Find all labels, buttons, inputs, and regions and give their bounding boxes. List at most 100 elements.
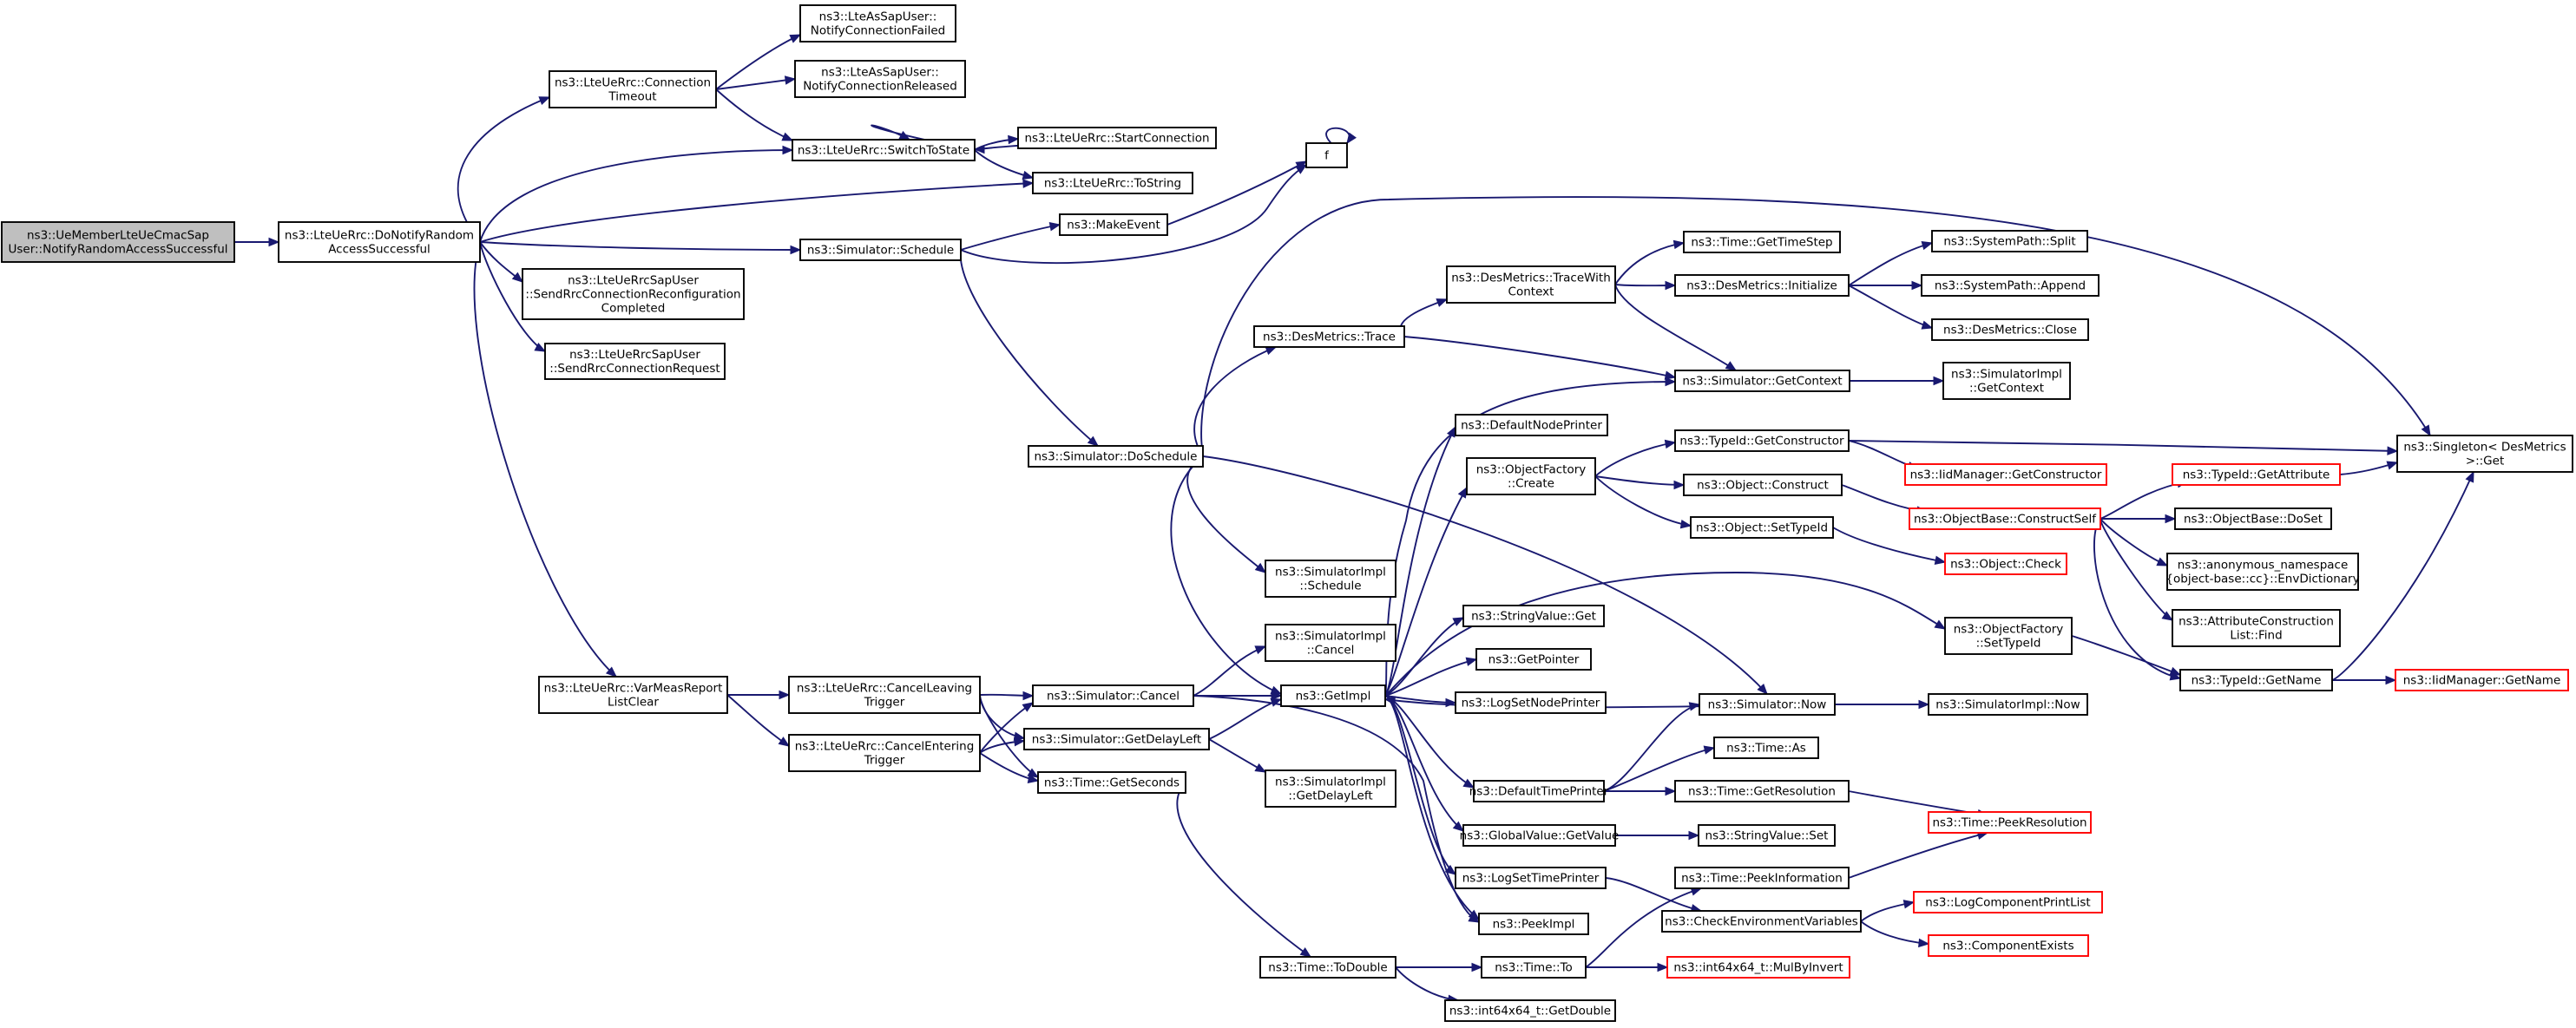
node-peekResolution[interactable]: ns3::Time::PeekResolution <box>1928 811 2092 834</box>
node-componentExists[interactable]: ns3::ComponentExists <box>1928 934 2089 957</box>
node-sendReconfCompleted[interactable]: ns3::LteUeRrcSapUser::SendRrcConnectionR… <box>522 268 745 320</box>
call-edge-getDelayLeft-to-implGetDelayLeft <box>1208 738 1267 773</box>
node-simGetContext[interactable]: ns3::Simulator::GetContext <box>1674 370 1850 392</box>
node-root[interactable]: ns3::UeMemberLteUeCmacSapUser::NotifyRan… <box>1 221 235 263</box>
node-iidGetConstructor[interactable]: ns3::IidManager::GetConstructor <box>1904 463 2107 486</box>
call-edge-constructSelf-to-attrFind <box>2100 518 2174 621</box>
node-f[interactable]: f <box>1305 142 1348 168</box>
node-logSetNodePrinter[interactable]: ns3::LogSetNodePrinter <box>1455 691 1607 714</box>
node-getImpl[interactable]: ns3::GetImpl <box>1280 684 1386 707</box>
node-defaultNodePrinter[interactable]: ns3::DefaultNodePrinter <box>1455 414 1608 436</box>
node-startConnection[interactable]: ns3::LteUeRrc::StartConnection <box>1017 127 1217 149</box>
node-setTypeId[interactable]: ns3::Object::SetTypeId <box>1690 516 1834 539</box>
node-implGetContext[interactable]: ns3::SimulatorImpl::GetContext <box>1942 362 2071 400</box>
node-implNow[interactable]: ns3::SimulatorImpl::Now <box>1928 693 2088 716</box>
node-simCancel[interactable]: ns3::Simulator::Cancel <box>1032 684 1194 707</box>
node-label-peekInformation-0: ns3::Time::PeekInformation <box>1681 872 1843 886</box>
node-doNotify[interactable]: ns3::LteUeRrc::DoNotifyRandomAccessSucce… <box>278 221 481 263</box>
node-getPointer[interactable]: ns3::GetPointer <box>1475 648 1592 671</box>
node-label-startConnection-0: ns3::LteUeRrc::StartConnection <box>1024 132 1209 146</box>
node-envDictionary[interactable]: ns3::anonymous_namespace{object-base::cc… <box>2165 553 2360 591</box>
node-label-append-0: ns3::SystemPath::Append <box>1935 279 2086 293</box>
node-peekImpl[interactable]: ns3::PeekImpl <box>1478 913 1589 935</box>
node-globalGetValue[interactable]: ns3::GlobalValue::GetValue <box>1460 824 1620 847</box>
node-getSeconds[interactable]: ns3::Time::GetSeconds <box>1037 771 1186 794</box>
node-label-split-0: ns3::SystemPath::Split <box>1943 235 2075 249</box>
node-toString[interactable]: ns3::LteUeRrc::ToString <box>1032 172 1193 194</box>
call-edge-objFactoryCreate-to-getConstructor <box>1594 439 1677 477</box>
node-getAttribute[interactable]: ns3::TypeId::GetAttribute <box>2172 463 2341 486</box>
call-edge-schedule-to-makeEvent <box>960 222 1061 251</box>
node-logSetTimePrinter[interactable]: ns3::LogSetTimePrinter <box>1455 867 1607 889</box>
call-edge-traceWithContext-to-getTimeStep <box>1614 239 1686 285</box>
node-label-simNow-0: ns3::Simulator::Now <box>1708 698 1827 712</box>
node-factorySetTypeId[interactable]: ns3::ObjectFactory::SetTypeId <box>1944 617 2073 655</box>
node-label-objFactoryCreate-0: ns3::ObjectFactory <box>1476 463 1587 477</box>
node-label-f-0: f <box>1324 149 1330 163</box>
node-getTimeStep[interactable]: ns3::Time::GetTimeStep <box>1683 231 1841 253</box>
node-label-stringValueSet-0: ns3::StringValue::Set <box>1705 829 1829 843</box>
node-simNow[interactable]: ns3::Simulator::Now <box>1699 693 1836 716</box>
node-getDouble[interactable]: ns3::int64x64_t::GetDouble <box>1444 999 1616 1022</box>
node-split[interactable]: ns3::SystemPath::Split <box>1931 230 2088 252</box>
node-append[interactable]: ns3::SystemPath::Append <box>1921 274 2100 297</box>
call-edge-doNotify-to-connTimeout <box>457 96 551 243</box>
node-sendConnRequest[interactable]: ns3::LteUeRrcSapUser::SendRrcConnectionR… <box>544 343 726 380</box>
node-mulByInvert[interactable]: ns3::int64x64_t::MulByInvert <box>1666 956 1850 979</box>
node-label-mulByInvert-0: ns3::int64x64_t::MulByInvert <box>1673 961 1843 975</box>
node-switchToState[interactable]: ns3::LteUeRrc::SwitchToState <box>792 139 976 161</box>
node-notifyConnReleased[interactable]: ns3::LteAsSapUser::NotifyConnectionRelea… <box>794 60 966 98</box>
node-desTrace[interactable]: ns3::DesMetrics::Trace <box>1253 325 1405 348</box>
call-edge-doNotify-to-sendConnRequest <box>479 241 547 352</box>
call-edge-constructSelf-to-doSet <box>2100 514 2177 524</box>
node-schedule[interactable]: ns3::Simulator::Schedule <box>799 239 962 261</box>
node-peekInformation[interactable]: ns3::Time::PeekInformation <box>1674 867 1850 889</box>
call-edge-varMeas-to-cancelEntering <box>726 694 791 747</box>
node-implSchedule[interactable]: ns3::SimulatorImpl::Schedule <box>1265 560 1396 598</box>
node-implCancel[interactable]: ns3::SimulatorImpl::Cancel <box>1265 624 1396 662</box>
node-logComponentPrintList[interactable]: ns3::LogComponentPrintList <box>1913 891 2103 913</box>
node-desClose[interactable]: ns3::DesMetrics::Close <box>1931 318 2089 341</box>
node-label-implCancel-0: ns3::SimulatorImpl <box>1275 630 1386 644</box>
node-getConstructor[interactable]: ns3::TypeId::GetConstructor <box>1674 429 1850 452</box>
call-edge-getImpl-to-objFactoryCreate <box>1384 486 1468 697</box>
node-typeIdGetName[interactable]: ns3::TypeId::GetName <box>2179 669 2333 691</box>
node-constructSelf[interactable]: ns3::ObjectBase::ConstructSelf <box>1909 507 2101 530</box>
call-edge-cancelLeaving-to-getDelayLeft <box>979 694 1026 741</box>
node-label-desClose-0: ns3::DesMetrics::Close <box>1943 324 2077 337</box>
call-edge-cancelEntering-to-getDelayLeft <box>979 737 1026 754</box>
node-doSet[interactable]: ns3::ObjectBase::DoSet <box>2174 507 2332 530</box>
node-iidGetName[interactable]: ns3::IidManager::GetName <box>2395 669 2569 691</box>
node-desInitialize[interactable]: ns3::DesMetrics::Initialize <box>1674 274 1850 297</box>
call-edge-desInitialize-to-append <box>1849 280 1923 291</box>
node-singletonGet[interactable]: ns3::Singleton< DesMetrics >::Get <box>2396 435 2573 473</box>
node-toDouble[interactable]: ns3::Time::ToDouble <box>1259 956 1396 979</box>
call-edge-toDouble-to-getDouble <box>1395 966 1460 1005</box>
node-getResolution[interactable]: ns3::Time::GetResolution <box>1674 780 1850 802</box>
node-getDelayLeft[interactable]: ns3::Simulator::GetDelayLeft <box>1023 728 1210 750</box>
node-doSchedule[interactable]: ns3::Simulator::DoSchedule <box>1028 445 1204 468</box>
node-notifyConnFailed[interactable]: ns3::LteAsSapUser::NotifyConnectionFaile… <box>799 4 956 43</box>
node-label-objCheck-0: ns3::Object::Check <box>1950 558 2061 572</box>
call-edge-getDelayLeft-to-getImpl <box>1208 697 1283 740</box>
node-stringValueSet[interactable]: ns3::StringValue::Set <box>1698 824 1836 847</box>
node-timeAs[interactable]: ns3::Time::As <box>1713 737 1819 759</box>
node-objFactoryCreate[interactable]: ns3::ObjectFactory::Create <box>1466 457 1596 495</box>
node-defaultTimePrinter[interactable]: ns3::DefaultTimePrinter <box>1469 780 1609 802</box>
node-checkEnv[interactable]: ns3::CheckEnvironmentVariables <box>1661 910 1862 933</box>
node-label-simGetContext-0: ns3::Simulator::GetContext <box>1682 375 1842 389</box>
node-objCheck[interactable]: ns3::Object::Check <box>1944 553 2067 575</box>
call-edge-doNotify-to-sendReconfCompleted <box>479 241 524 283</box>
node-label-logSetTimePrinter-0: ns3::LogSetTimePrinter <box>1462 872 1600 886</box>
node-timeTo[interactable]: ns3::Time::To <box>1481 956 1587 979</box>
node-stringValueGet[interactable]: ns3::StringValue::Get <box>1462 605 1605 627</box>
node-objConstruct[interactable]: ns3::Object::Construct <box>1683 474 1843 496</box>
node-implGetDelayLeft[interactable]: ns3::SimulatorImpl::GetDelayLeft <box>1265 769 1396 808</box>
node-makeEvent[interactable]: ns3::MakeEvent <box>1059 213 1168 236</box>
